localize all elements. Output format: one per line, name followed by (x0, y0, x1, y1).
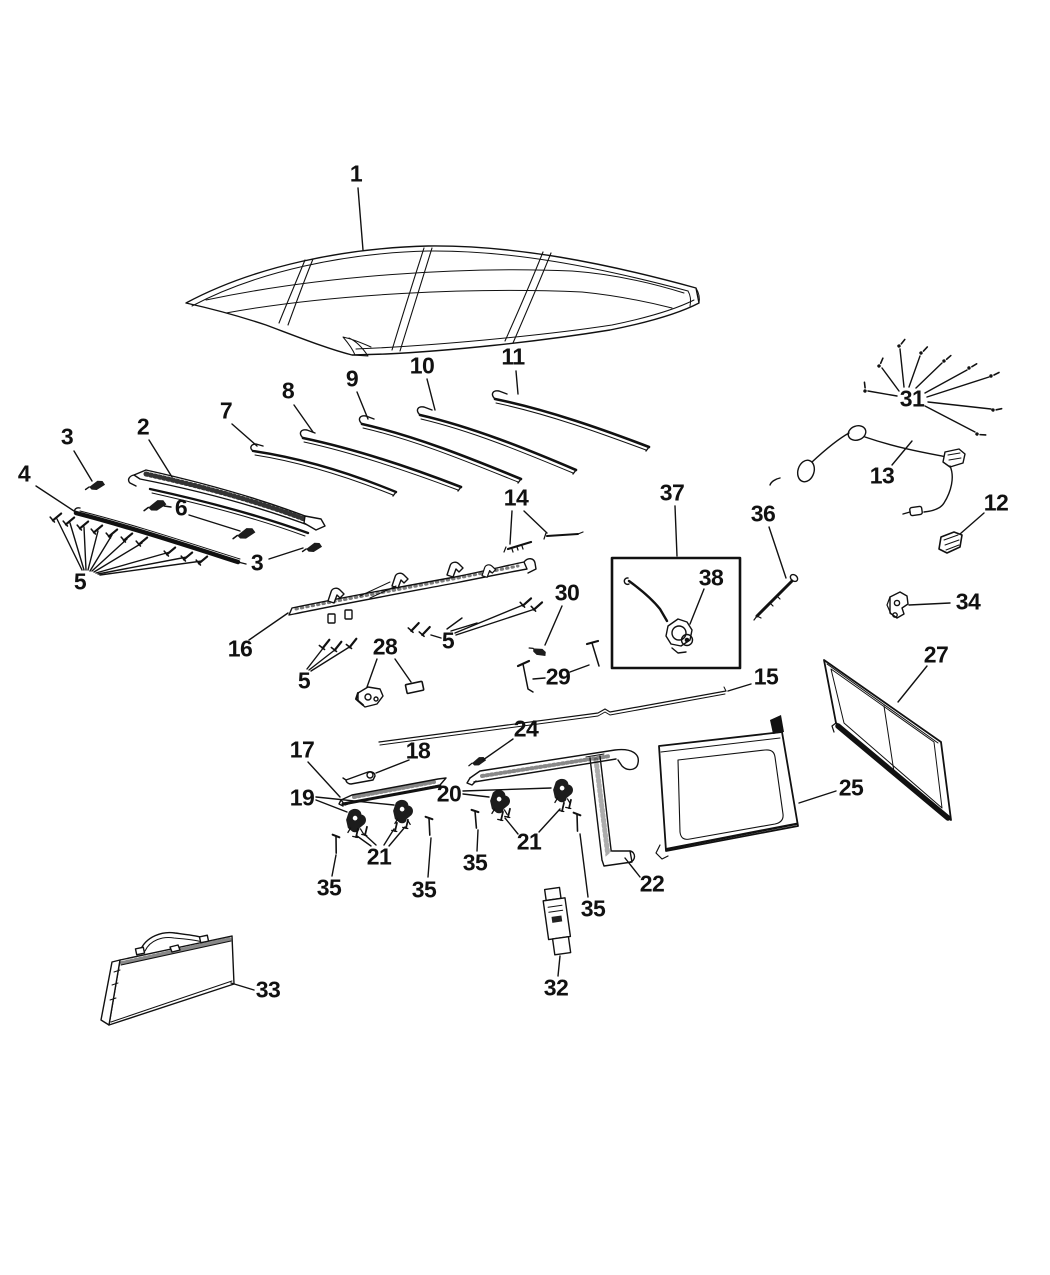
callout-2: 2 (136, 413, 150, 440)
side-rail-linkage-16 (288, 558, 537, 624)
rear-window-27 (823, 659, 952, 821)
soft-top-canvas (185, 245, 700, 357)
callout-35: 35 (316, 874, 342, 901)
bow-11 (491, 390, 651, 452)
front-retainer-strip-4 (73, 507, 247, 565)
callout-33: 33 (255, 976, 281, 1003)
bracket-28 (355, 680, 425, 708)
callout-13: 13 (869, 462, 895, 489)
callout-5: 5 (73, 568, 87, 595)
callout-4: 4 (17, 460, 31, 487)
callout-3: 3 (60, 423, 74, 450)
quarter-window-25 (655, 715, 799, 860)
callout-38: 38 (698, 564, 724, 591)
callout-24: 24 (513, 715, 539, 742)
callout-28: 28 (372, 633, 398, 660)
pins-29 (516, 639, 600, 693)
belt-rail-17 (338, 777, 447, 807)
header-bow-assembly-2 (127, 469, 326, 537)
callout-15: 15 (753, 663, 779, 690)
callout-21: 21 (516, 828, 542, 855)
pad-28 (404, 680, 425, 695)
door-surround-rail-22 (466, 748, 639, 867)
bow-9 (358, 415, 523, 484)
callout-21: 21 (366, 843, 392, 870)
wiring-harness-13 (769, 425, 966, 517)
retainer-strip-15 (378, 686, 727, 746)
callout-18: 18 (405, 737, 431, 764)
striker-34 (886, 591, 909, 619)
callout-5: 5 (441, 627, 455, 654)
callout-37: 37 (659, 479, 685, 506)
callout-3: 3 (250, 549, 264, 576)
callout-7: 7 (219, 397, 233, 424)
callout-6: 6 (174, 494, 188, 521)
callout-29: 29 (545, 663, 571, 690)
callout-10: 10 (409, 352, 435, 379)
callout-35: 35 (411, 876, 437, 903)
connector-12 (938, 531, 963, 554)
latch-box-37 (610, 556, 742, 670)
callout-8: 8 (281, 377, 295, 404)
bow-7 (250, 443, 398, 497)
callout-12: 12 (983, 489, 1009, 516)
callout-14: 14 (503, 484, 529, 511)
bracket-18 (342, 771, 376, 785)
callout-17: 17 (289, 736, 315, 763)
callout-16: 16 (227, 635, 253, 662)
callout-20: 20 (436, 780, 462, 807)
callout-35: 35 (462, 849, 488, 876)
support-rod-36 (753, 573, 799, 621)
callout-11: 11 (501, 343, 525, 370)
bow-10 (416, 406, 578, 475)
bow-rails (250, 390, 651, 497)
callout-27: 27 (923, 641, 949, 668)
latch-38 (665, 618, 694, 654)
callout-22: 22 (639, 870, 665, 897)
callout-30: 30 (554, 579, 580, 606)
callout-1: 1 (349, 160, 363, 187)
callout-19: 19 (289, 784, 315, 811)
pins-14 (503, 531, 584, 553)
tensioner-32 (542, 886, 572, 956)
callout-25: 25 (838, 774, 864, 801)
callout-31: 31 (899, 385, 925, 412)
callout-5: 5 (297, 667, 311, 694)
callout-34: 34 (955, 588, 981, 615)
callout-32: 32 (543, 974, 569, 1001)
callout-35: 35 (580, 895, 606, 922)
bow-8 (299, 429, 463, 492)
callout-36: 36 (750, 500, 776, 527)
window-storage-bag-33 (100, 931, 235, 1026)
callout-9: 9 (345, 365, 359, 392)
